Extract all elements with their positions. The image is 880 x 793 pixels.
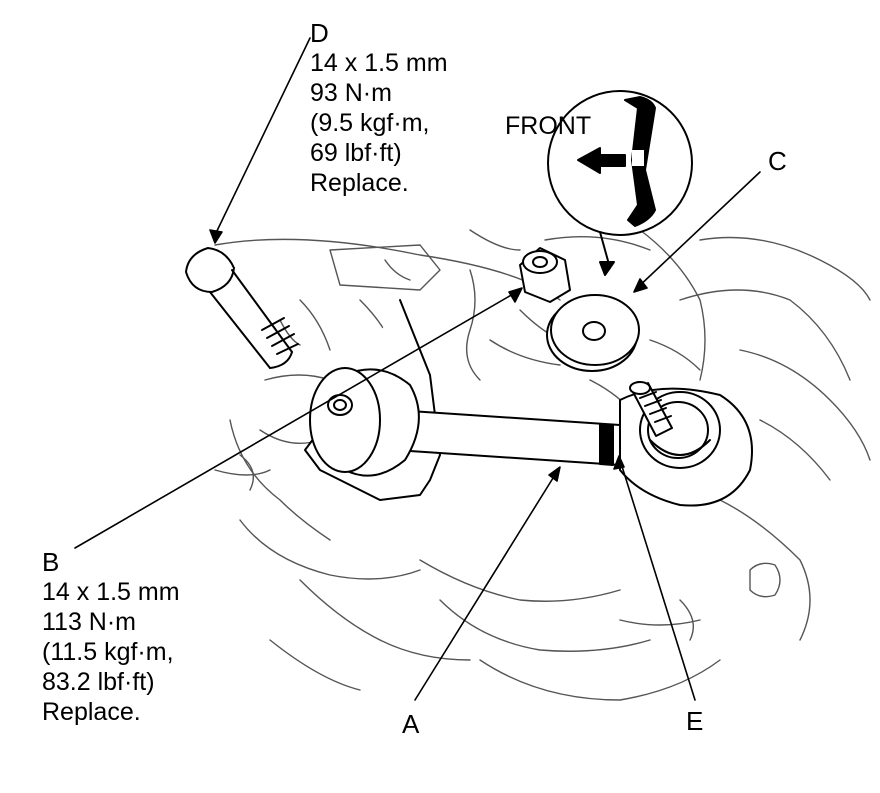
leader-lines [74, 37, 761, 701]
callout-e-letter: E [686, 706, 704, 736]
callout-d-torque-kgf: (9.5 kgf·m, [310, 109, 430, 137]
callout-b-size: 14 x 1.5 mm [42, 578, 180, 606]
callout-d-size: 14 x 1.5 mm [310, 49, 448, 77]
detail-inset [547, 90, 693, 276]
alignment-mark-e [599, 423, 614, 466]
callout-b-note: Replace. [42, 698, 141, 726]
callout-d: D 14 x 1.5 mm 93 N·m (9.5 kgf·m, 69 lbf·… [310, 18, 448, 198]
callout-b-torque-nm: 113 N·m [42, 608, 137, 636]
callout-d-letter: D [310, 18, 329, 48]
callout-d-torque-nm: 93 N·m [310, 79, 392, 107]
front-direction-label: FRONT [505, 112, 592, 140]
callout-b-letter: B [42, 547, 60, 577]
callout-b-torque-lbf: 83.2 lbf·ft) [42, 668, 155, 696]
callout-d-torque-lbf: 69 lbf·ft) [310, 139, 402, 167]
subframe-background [214, 229, 871, 701]
callout-b-torque-kgf: (11.5 kgf·m, [42, 638, 174, 666]
callout-d-note: Replace. [310, 169, 409, 197]
nut-b [519, 247, 571, 303]
stud-right [629, 381, 673, 437]
bolt-d [185, 247, 299, 369]
washer-c [546, 294, 640, 372]
callout-c-letter: C [768, 146, 787, 176]
left-arrow-icon [577, 147, 626, 174]
callout-a-letter: A [402, 709, 420, 739]
left-bushing [309, 367, 420, 477]
callout-b: B 14 x 1.5 mm 113 N·m (11.5 kgf·m, 83.2 … [42, 547, 180, 727]
